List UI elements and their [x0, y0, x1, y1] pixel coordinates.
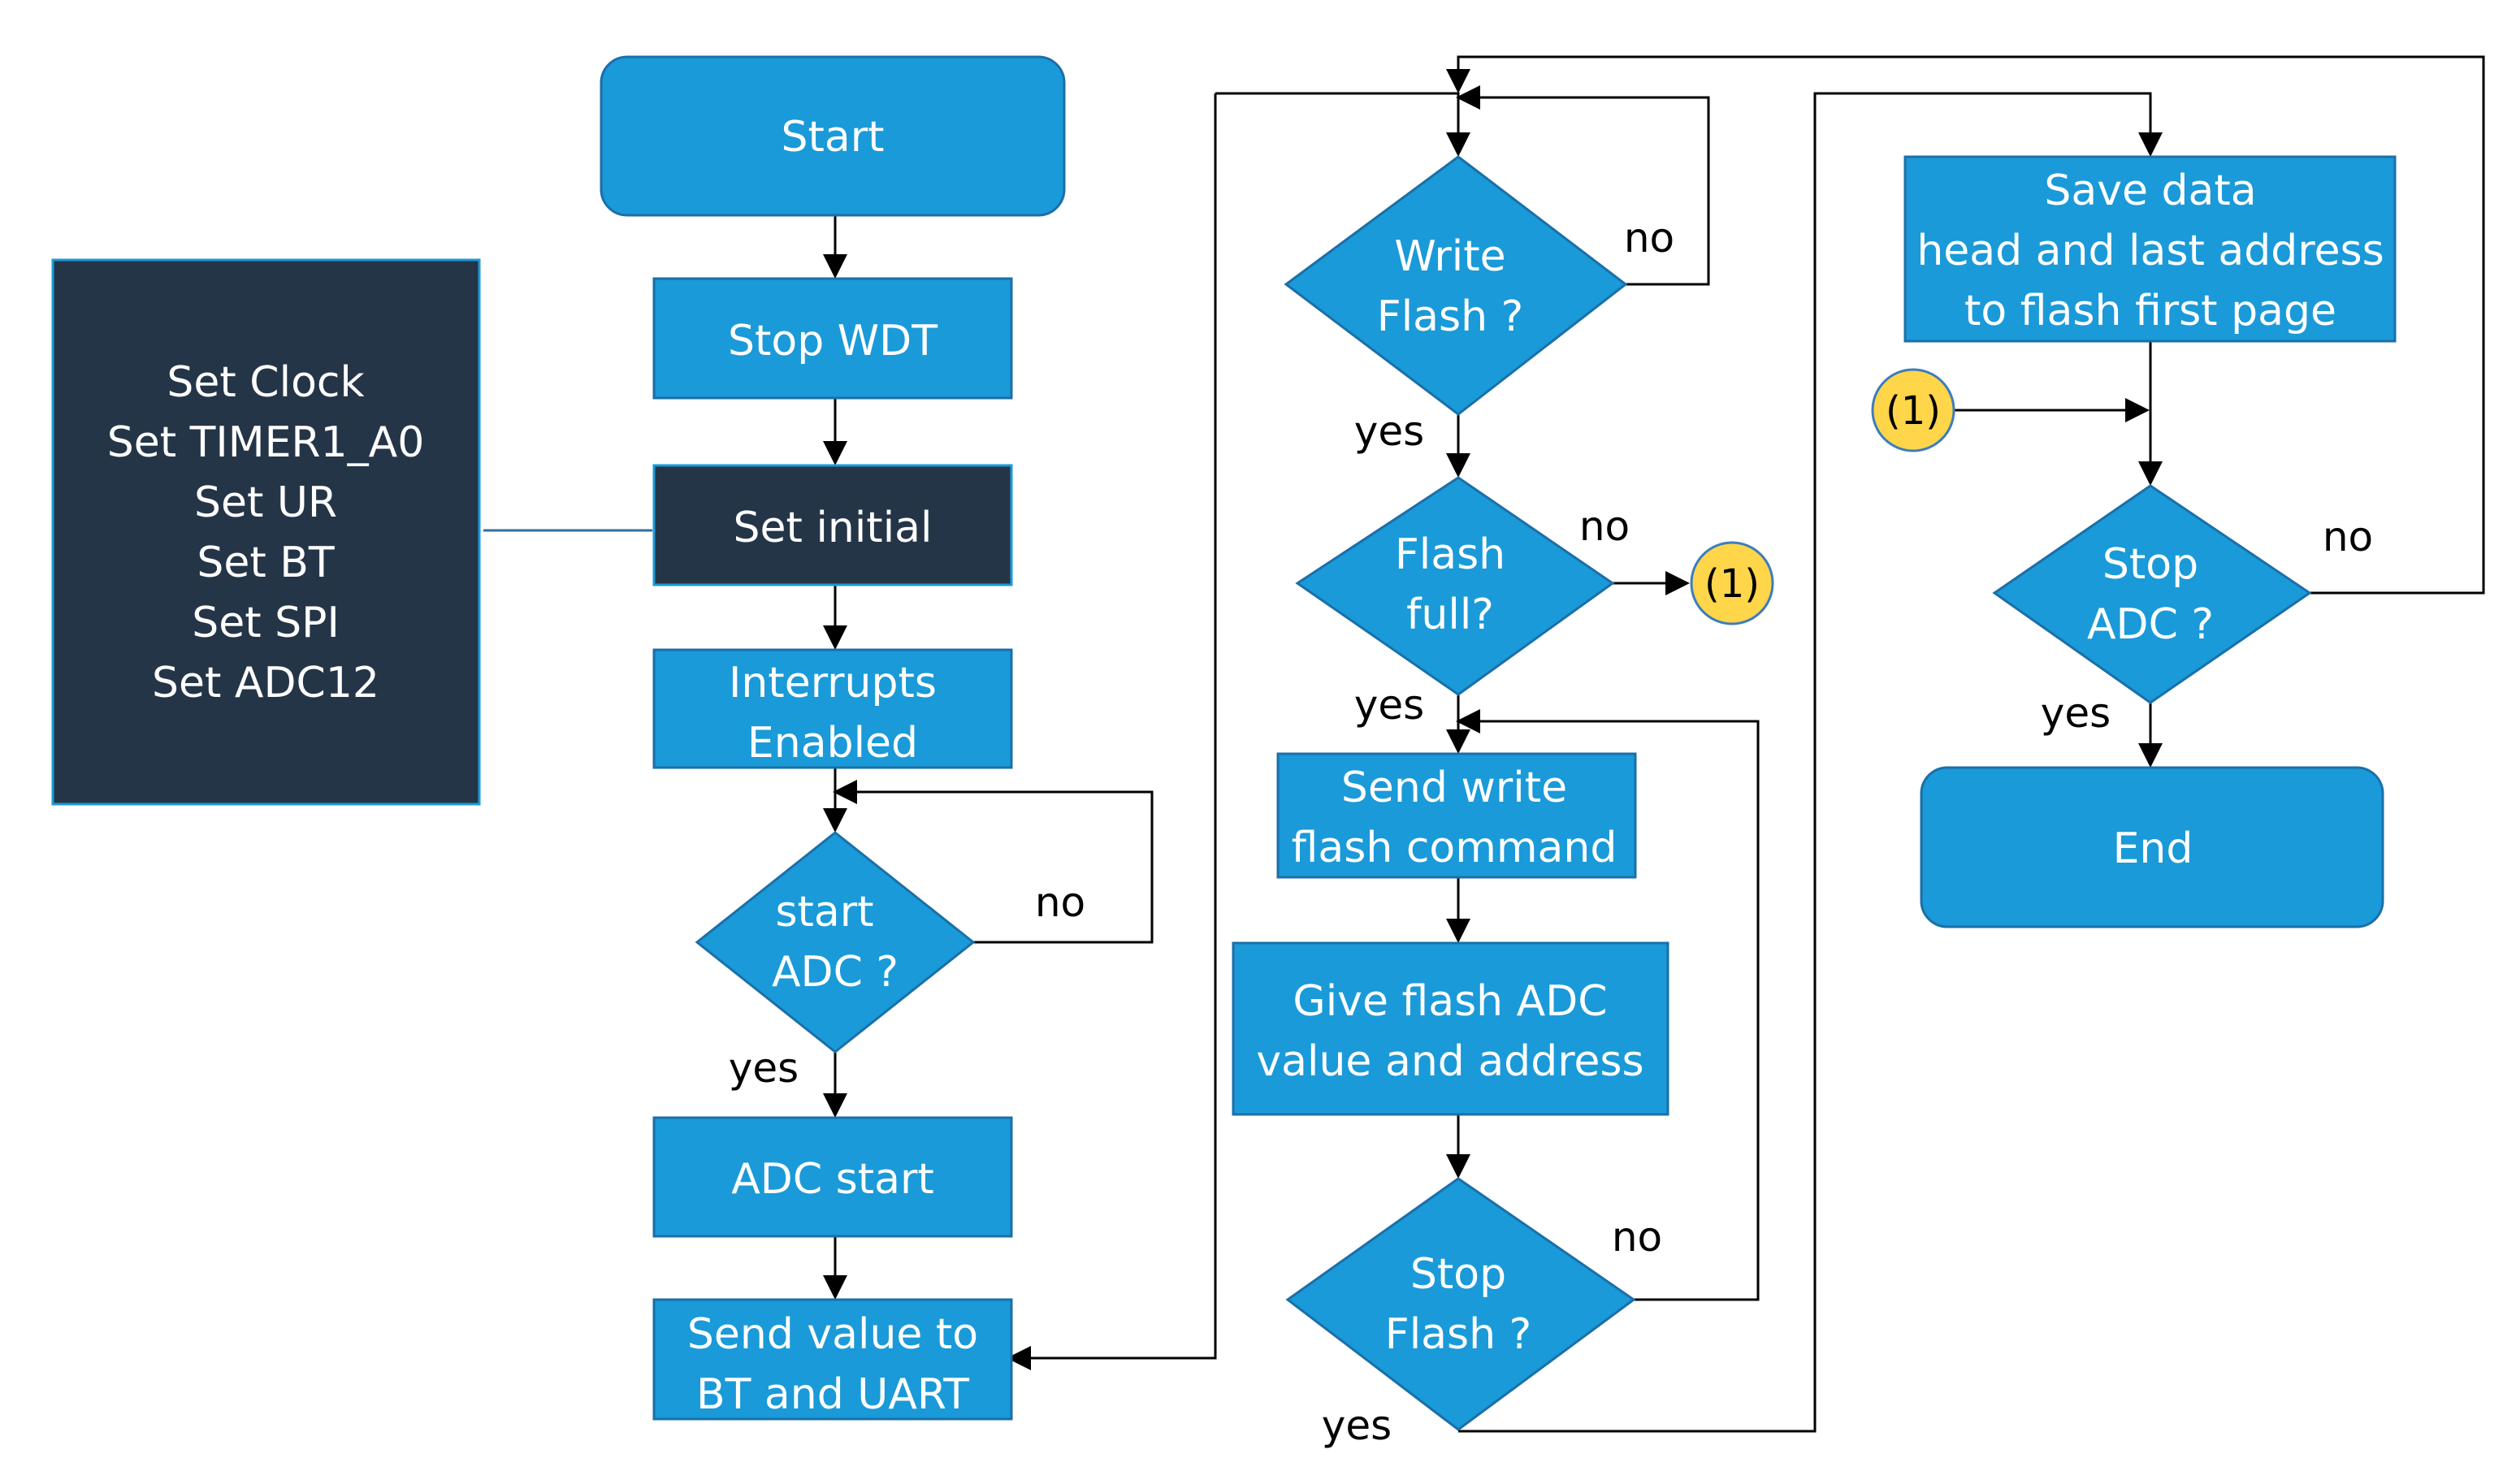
write-flash-decision: Write Flash ?: [1284, 155, 1628, 416]
edge-stopflash-no-loop: [1456, 709, 1760, 1301]
end-label: End: [2113, 824, 2193, 873]
edge-stopadc-no-loop: [1446, 55, 2485, 595]
send-write-line-2: flash command: [1292, 824, 1617, 872]
edge-to-writeflash: [1215, 92, 1470, 157]
interrupts-box: Interrupts Enabled: [652, 648, 1013, 769]
start-adc-line-1: start: [775, 888, 873, 937]
edge-writeflash-no-loop: [1456, 85, 1710, 286]
init-panel: Set Clock Set TIMER1_A0 Set UR Set BT Se…: [51, 258, 481, 806]
adc-start-box: ADC start: [652, 1116, 1013, 1238]
start-label: Start: [781, 113, 884, 162]
connector-ref-in: (1): [1871, 368, 1955, 452]
save-data-box: Save data head and last address to flash…: [1903, 155, 2397, 343]
stop-flash-line-2: Flash ?: [1385, 1310, 1531, 1359]
give-flash-line-1: Give flash ADC: [1293, 977, 1607, 1026]
write-flash-line-1: Write: [1394, 232, 1505, 281]
save-data-line-2: head and last address: [1916, 227, 2384, 275]
stop-adc-line-2: ADC ?: [2087, 600, 2214, 649]
connector-ref-out: (1): [1690, 541, 1774, 625]
init-line-adc12: Set ADC12: [152, 659, 379, 707]
save-data-line-1: Save data: [2044, 167, 2256, 215]
stop-adc-no-label: no: [2323, 513, 2373, 560]
stop-wdt-box: Stop WDT: [652, 277, 1013, 400]
flash-full-line-1: Flash: [1395, 530, 1505, 579]
init-line-spi: Set SPI: [192, 599, 340, 647]
stop-adc-decision: Stop ADC ?: [1992, 484, 2312, 704]
init-line-bt: Set BT: [197, 539, 335, 587]
edge-labels: no yes no yes no yes no yes no yes: [729, 214, 2373, 1449]
edge-stopflash-yes: [1458, 92, 2163, 1433]
write-flash-line-2: Flash ?: [1377, 292, 1523, 341]
init-line-timer: Set TIMER1_A0: [107, 418, 425, 467]
flash-full-yes-label: yes: [1354, 681, 1424, 729]
stop-wdt-label: Stop WDT: [728, 317, 938, 366]
save-data-line-3: to flash first page: [1964, 287, 2336, 335]
interrupts-line-1: Interrupts: [729, 659, 937, 707]
start-node: Start: [600, 55, 1066, 217]
send-value-line-1: Send value to: [687, 1310, 978, 1359]
stop-flash-line-1: Stop: [1410, 1250, 1506, 1299]
connector-ref-out-label: (1): [1704, 561, 1760, 607]
stop-flash-decision: Stop Flash ?: [1285, 1177, 1636, 1431]
send-write-box: Send write flash command: [1276, 752, 1637, 879]
flash-full-decision: Flash full?: [1295, 476, 1615, 696]
start-adc-no-label: no: [1035, 879, 1085, 926]
give-flash-box: Give flash ADC value and address: [1232, 941, 1669, 1116]
write-flash-no-label: no: [1624, 214, 1674, 262]
give-flash-line-2: value and address: [1256, 1037, 1643, 1086]
interrupts-line-2: Enabled: [747, 719, 918, 768]
flash-full-no-label: no: [1579, 503, 1630, 550]
init-line-ur: Set UR: [194, 478, 337, 527]
flash-full-line-2: full?: [1406, 591, 1494, 639]
stop-flash-no-label: no: [1612, 1214, 1662, 1261]
edge-startadc-no-loop: [833, 780, 1154, 944]
set-initial-box: Set initial: [652, 464, 1013, 586]
set-initial-label: Set initial: [734, 504, 933, 552]
write-flash-yes-label: yes: [1354, 408, 1424, 455]
init-line-clock: Set Clock: [167, 358, 364, 407]
end-node: End: [1920, 766, 2384, 928]
stop-adc-yes-label: yes: [2041, 690, 2111, 737]
edges: [483, 55, 2485, 1433]
stop-flash-yes-label: yes: [1322, 1402, 1392, 1449]
stop-adc-line-1: Stop: [2102, 540, 2198, 589]
send-write-line-1: Send write: [1341, 764, 1567, 812]
start-adc-yes-label: yes: [729, 1045, 799, 1092]
send-value-line-2: BT and UART: [696, 1370, 969, 1419]
connector-ref-in-label: (1): [1886, 388, 1941, 434]
start-adc-decision: start ADC ?: [695, 831, 976, 1054]
start-adc-line-2: ADC ?: [772, 948, 899, 997]
adc-start-label: ADC start: [731, 1155, 934, 1204]
edge-sendvalue-return: [1007, 93, 1217, 1370]
send-value-box: Send value to BT and UART: [652, 1298, 1013, 1421]
